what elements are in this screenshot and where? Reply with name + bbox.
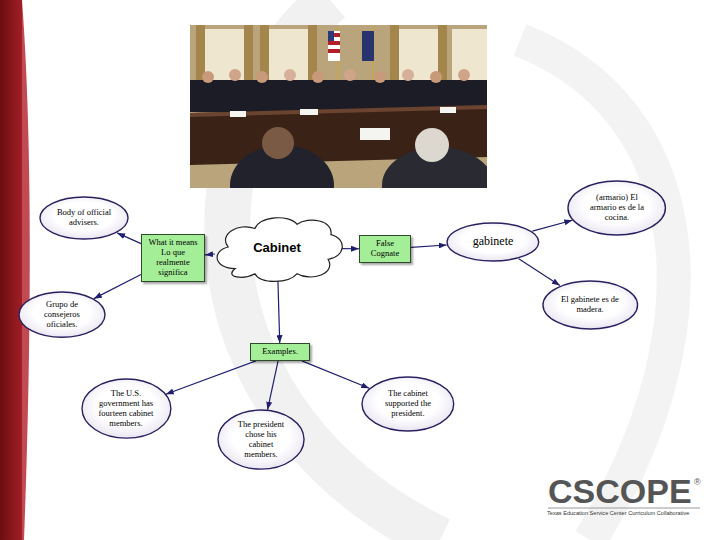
connector-arrow	[532, 220, 572, 231]
connector-arrow	[205, 253, 215, 255]
photo-head	[256, 71, 268, 83]
us-flag	[328, 31, 340, 61]
us-flag-stripe	[328, 49, 340, 53]
connector-arrow	[117, 233, 141, 244]
oval-shape	[568, 181, 665, 235]
link-box: What it meansLo que realmente significa	[141, 234, 205, 281]
example-oval: El gabinete es de madera.	[542, 280, 639, 330]
photo-head	[229, 69, 241, 81]
connector-arrow	[340, 248, 359, 249]
band-curve	[22, 0, 30, 540]
oval-shape	[543, 281, 638, 329]
photo-head	[430, 71, 442, 83]
node-text: El gabinete es de madera.	[559, 295, 621, 315]
oval-shape	[40, 197, 128, 239]
photo-head	[458, 69, 470, 81]
logo-mark: ®	[694, 477, 701, 487]
oval-shape	[19, 292, 105, 337]
node-text-block: gabinete	[463, 235, 523, 249]
node-text-block: The cabinet supported the president.	[378, 389, 438, 418]
node-text: The U.S. government has fourteen cabinet…	[97, 389, 155, 428]
oval-shape	[218, 410, 304, 469]
node-text: Examples.	[255, 347, 305, 357]
connector-arrow	[302, 361, 369, 388]
photo-head	[415, 128, 449, 162]
photo-curtain	[390, 25, 399, 87]
node-text-block: El gabinete es de madera.	[559, 295, 621, 315]
logo-wordmark: CSCOPE	[548, 472, 692, 511]
connector-arrow	[411, 245, 447, 247]
node-text-block: False Cognate	[364, 239, 406, 259]
photo-head	[374, 71, 386, 83]
cabinet-photo	[190, 25, 487, 188]
connector-arrow	[278, 279, 280, 343]
photo-curtain	[244, 25, 253, 87]
photo-head	[202, 71, 214, 83]
node-text: gabinete	[463, 235, 523, 249]
node-text: False Cognate	[364, 239, 406, 259]
node-text-block: The U.S. government has fourteen cabinet…	[97, 389, 155, 428]
photo-window	[452, 29, 487, 84]
word-oval: gabinete	[446, 222, 540, 262]
node-text-block: The president chose his cabinet members.	[233, 420, 289, 459]
example-oval: The president chose his cabinet members.	[217, 409, 305, 470]
connector-arrow	[166, 361, 256, 394]
node-text-block: Examples.	[255, 347, 305, 357]
node-text: The cabinet supported the president.	[378, 389, 438, 418]
node-text-block: Body of official advisers.	[56, 208, 112, 228]
photo-head	[402, 69, 414, 81]
node-text: What it means	[146, 238, 200, 248]
connector-arrow	[268, 361, 279, 410]
link-box: False Cognate	[359, 235, 411, 263]
red-band	[0, 0, 22, 540]
us-flag-canton	[328, 31, 334, 41]
photo-paper	[440, 107, 456, 113]
concept-cloud: Cabinet	[207, 212, 348, 284]
node-text: The president chose his cabinet members.	[233, 420, 289, 459]
connector-arrow	[94, 274, 141, 298]
node-text: Grupo de consejeros oficiales.	[39, 300, 85, 329]
photo-people-back-row	[190, 80, 487, 112]
logo-tagline: Texas Education Service Center Curriculu…	[547, 510, 689, 516]
node-text: Lo que realmente significa	[146, 248, 200, 277]
example-oval: (armario) El armario es de la cocina.	[567, 180, 666, 236]
node-text-block: What it meansLo que realmente significa	[146, 238, 200, 277]
photo-table-edge	[190, 105, 487, 117]
photo-head	[262, 127, 294, 159]
photo-window	[268, 29, 308, 84]
photo-paper	[360, 128, 390, 140]
node-text: (armario) El armario es de la cocina.	[585, 193, 649, 222]
node-text-block: Grupo de consejeros oficiales.	[39, 300, 85, 329]
cloud-shape	[217, 218, 342, 282]
oval-shape	[362, 377, 454, 431]
node-text: Body of official advisers.	[56, 208, 112, 228]
example-oval: The U.S. government has fourteen cabinet…	[81, 378, 172, 439]
photo-head	[344, 69, 356, 81]
node-text-block: (armario) El armario es de la cocina.	[585, 193, 649, 222]
definition-oval: Body of official advisers.	[39, 196, 129, 240]
link-box: Examples.	[250, 343, 310, 361]
photo-paper	[300, 109, 318, 115]
node-text-block: Cabinet	[237, 241, 317, 256]
us-flag-stripe	[328, 41, 340, 45]
oval-shape	[447, 223, 539, 261]
photo-table	[190, 105, 487, 165]
definition-oval: Grupo de consejeros oficiales.	[18, 291, 106, 338]
example-oval: The cabinet supported the president.	[361, 376, 455, 432]
photo-paper	[230, 111, 246, 117]
connector-arrow	[519, 259, 560, 286]
node-text: Cabinet	[237, 241, 317, 256]
oval-shape	[82, 379, 171, 438]
photo-head	[312, 71, 324, 83]
blue-flag	[362, 31, 374, 61]
photo-head	[284, 69, 296, 81]
background-swirl	[520, 40, 674, 540]
